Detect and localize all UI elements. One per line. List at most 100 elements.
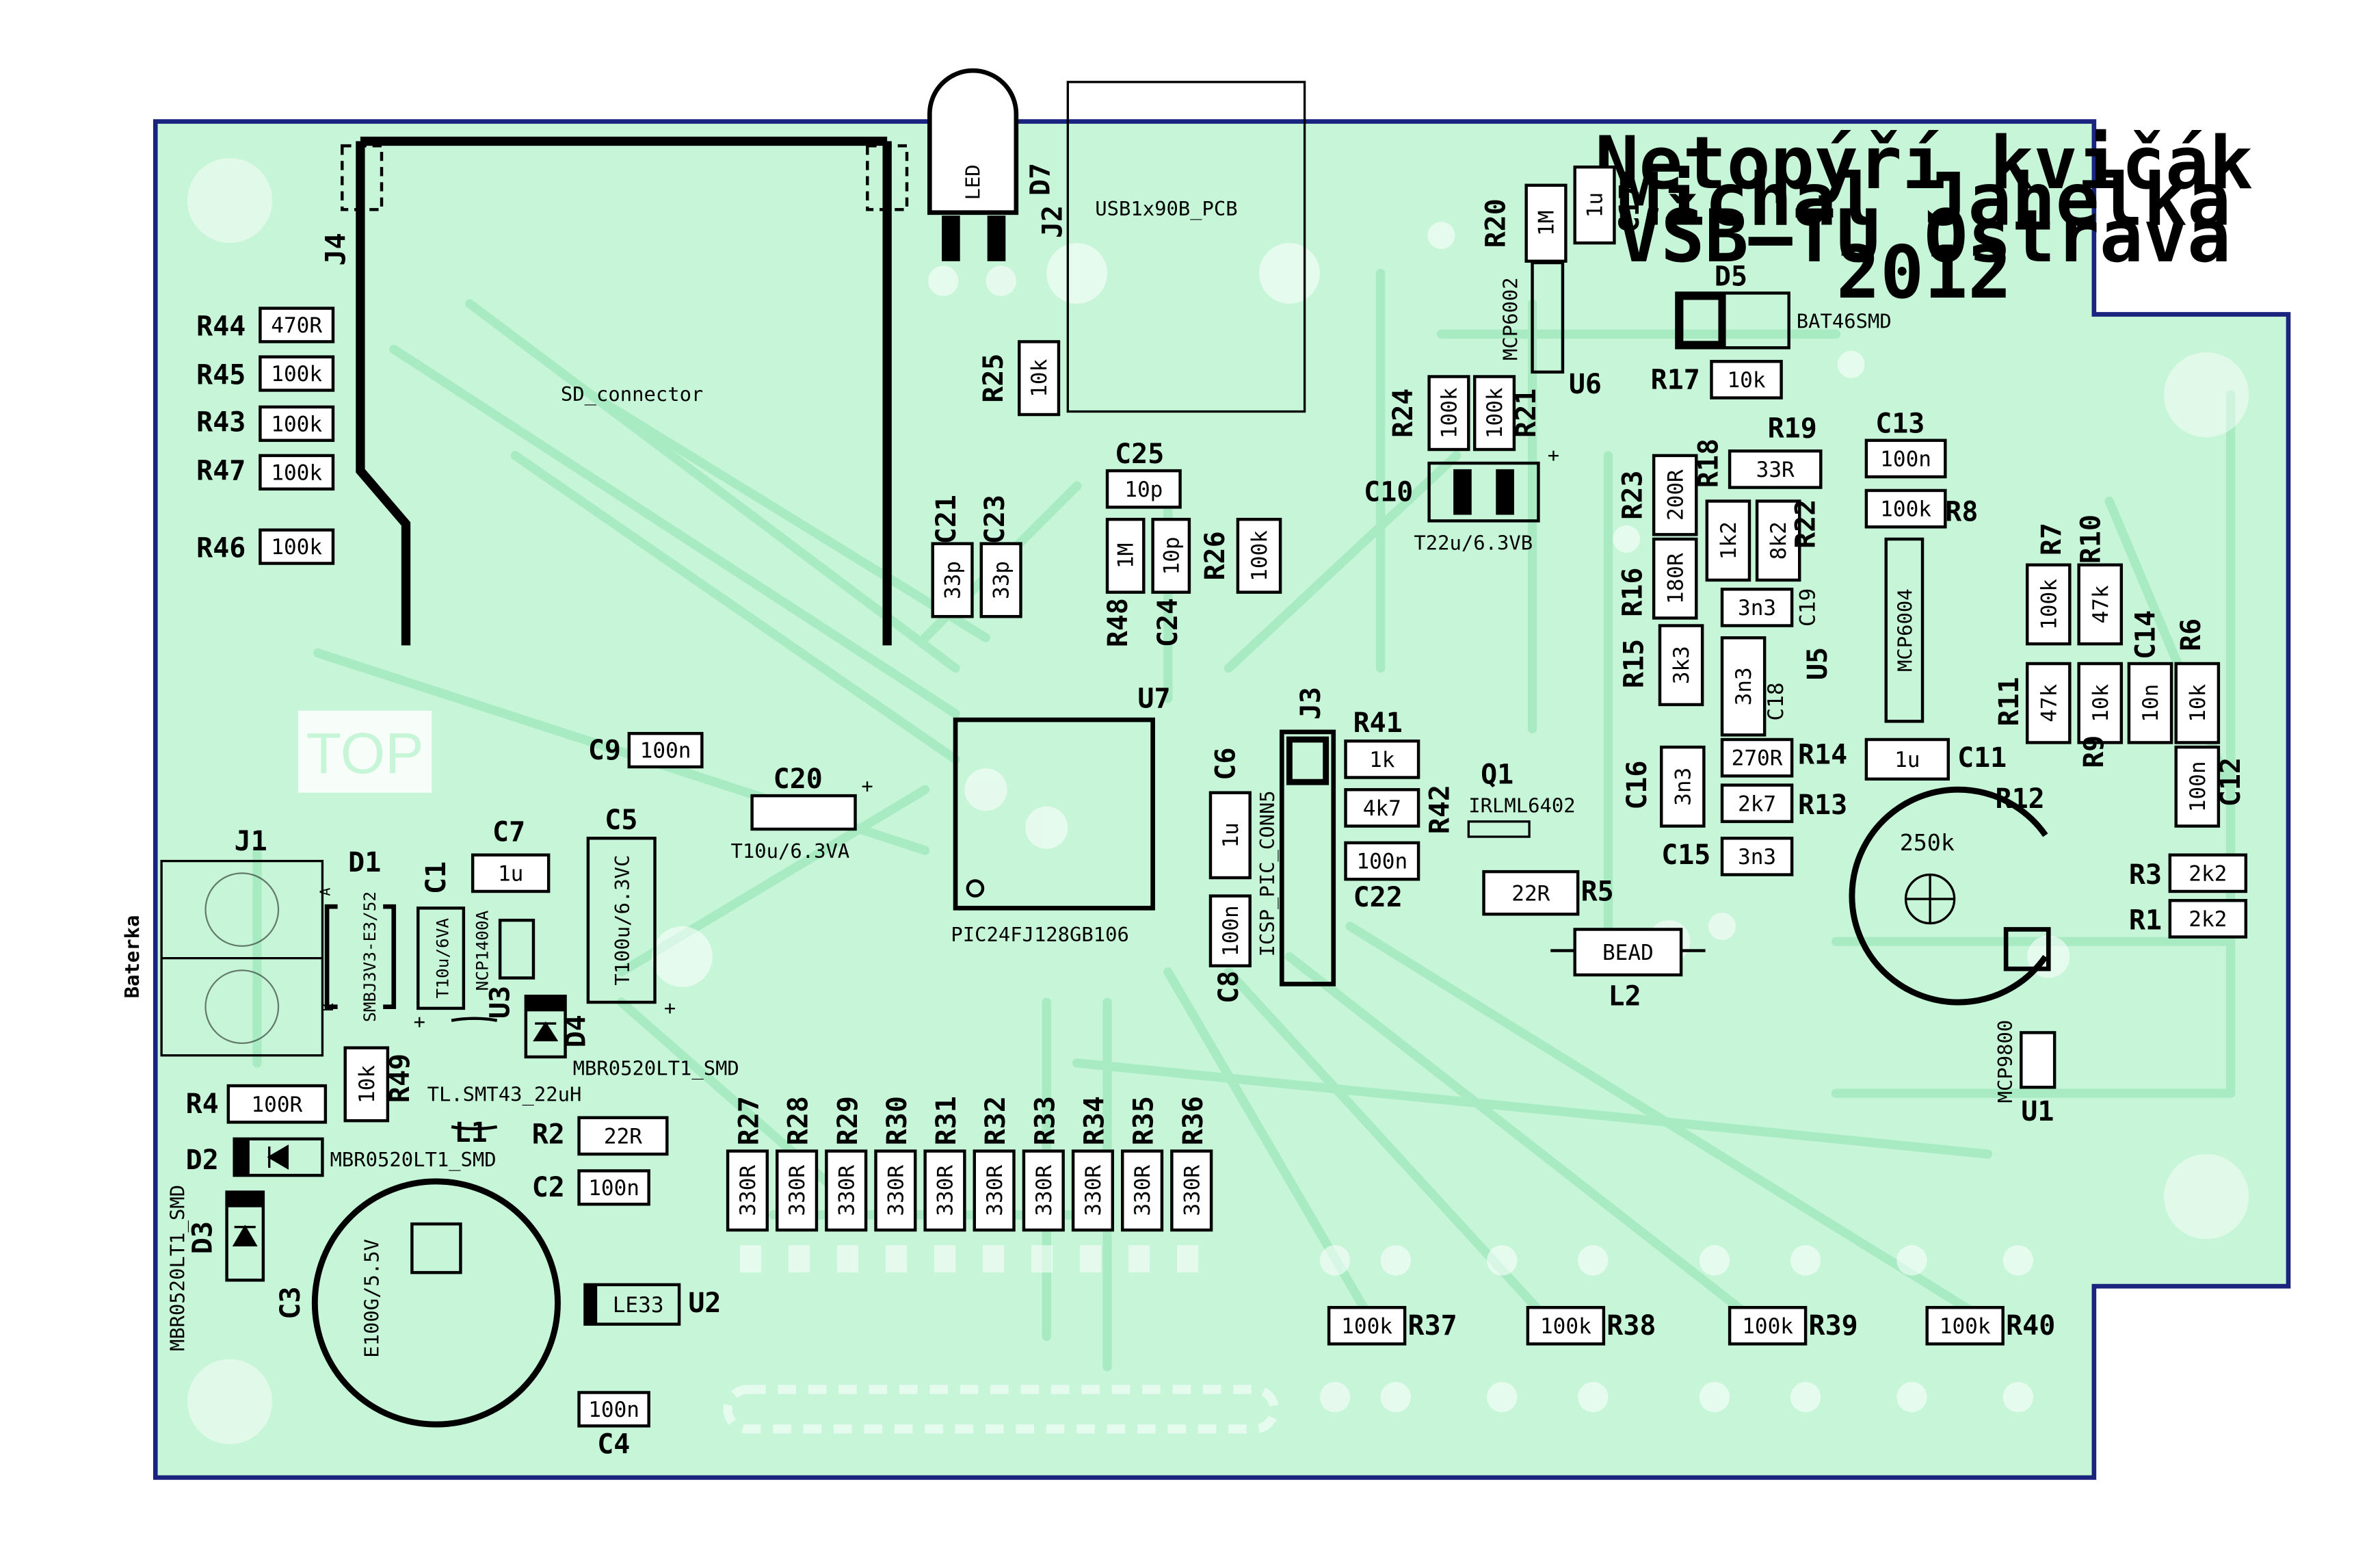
- r26-box: [1236, 517, 1282, 594]
- c11-value: 1u: [1894, 748, 1920, 772]
- u3-body: [498, 918, 536, 980]
- c6-value: 1u: [1219, 822, 1243, 848]
- row-resistor-box: [825, 1149, 868, 1232]
- c2-ref: C2: [532, 1172, 565, 1203]
- r1-box: [2168, 899, 2248, 939]
- row-resistor-ref: R33: [1029, 1096, 1061, 1145]
- c24-box: [1151, 517, 1191, 594]
- d5-ref: D5: [1715, 261, 1747, 292]
- row-resistor-ref: R35: [1128, 1096, 1160, 1145]
- q1-body: [1467, 820, 1531, 838]
- r40-value: 100k: [1940, 1314, 1991, 1339]
- r3-ref: R3: [2129, 859, 2162, 891]
- r26-value: 100k: [1247, 530, 1272, 582]
- c17-box: [1573, 165, 1616, 245]
- r3-value: 2k2: [2189, 861, 2227, 886]
- r48-box: [1105, 517, 1146, 594]
- c8-ref: C8: [1213, 971, 1245, 1004]
- c19-value: 3n3: [1738, 596, 1776, 620]
- r7-box: [2025, 563, 2072, 646]
- row-resistor-box: [1022, 1149, 1065, 1232]
- c25-box: [1105, 469, 1182, 509]
- c23-value: 33p: [990, 561, 1014, 599]
- r10-ref: R10: [2076, 514, 2107, 564]
- r22-box: [1755, 499, 1801, 582]
- c21-box: [931, 542, 974, 618]
- l1-body: [451, 1017, 498, 1131]
- r13-value: 2k7: [1738, 792, 1776, 816]
- c7-value: 1u: [498, 861, 523, 886]
- r37-box: [1327, 1305, 1407, 1346]
- r16-ref: R16: [1617, 568, 1648, 617]
- d5-value: BAT46SMD: [1797, 309, 1892, 332]
- q1-value: IRLML6402: [1468, 794, 1575, 818]
- u6-ref: U6: [1569, 369, 1602, 400]
- r45-ref: R45: [196, 360, 246, 391]
- c12-ref: C12: [2215, 757, 2247, 807]
- r8-ref: R8: [1945, 496, 1978, 527]
- r10-box: [2077, 563, 2124, 646]
- r43-ref: R43: [196, 406, 246, 438]
- r11-box: [2025, 662, 2072, 744]
- r47-ref: R47: [196, 455, 246, 486]
- c24-value: 10p: [1159, 536, 1184, 575]
- c18-ref: C18: [1764, 682, 1788, 720]
- r22-value: 8k2: [1767, 521, 1791, 560]
- r9-ref: R9: [2078, 735, 2110, 768]
- c15-ref: C15: [1661, 839, 1710, 871]
- u2-ref: U2: [688, 1288, 721, 1319]
- c1-value: T10u/6VA: [433, 918, 453, 999]
- r20-value: 1M: [1535, 211, 1559, 236]
- r45-value: 100k: [271, 362, 322, 387]
- c12-value: 100n: [2186, 761, 2210, 812]
- r9-box: [2077, 662, 2124, 744]
- row-resistor-ref: R27: [733, 1096, 765, 1145]
- d4-value: MBR0520LT1_SMD: [573, 1057, 739, 1081]
- top-mark-bg: [298, 710, 432, 793]
- c7-ref: C7: [492, 817, 525, 848]
- c24-ref: C24: [1152, 598, 1184, 647]
- c23-box: [979, 542, 1022, 618]
- mcu-u7: U7 PIC24FJ128GB106: [951, 683, 1170, 946]
- c16-value: 3n3: [1671, 768, 1695, 806]
- r42-box: [1344, 788, 1420, 828]
- icsp-j3: J3 ICSP_PIC_CONN5: [1256, 687, 1336, 986]
- row-resistor-box: [1170, 1149, 1213, 1232]
- row-resistor-value: 330R: [834, 1165, 859, 1216]
- r37-value: 100k: [1341, 1314, 1392, 1339]
- d7-label: D7: [1025, 163, 1057, 196]
- d1-value: SMBJ3V3-E3/52: [360, 891, 380, 1022]
- row-resistor-box: [1121, 1149, 1164, 1232]
- c6-ref: C6: [1210, 747, 1241, 780]
- c21-value: 33p: [941, 561, 966, 599]
- r38-box: [1526, 1305, 1606, 1346]
- c10-body: [1427, 461, 1540, 523]
- l2-value: BEAD: [1602, 941, 1654, 965]
- r44-value: 470R: [271, 313, 322, 338]
- r21-ref: R21: [1511, 389, 1542, 438]
- c5-ref: C5: [605, 805, 637, 836]
- plus-mark-3: +: [664, 996, 676, 1019]
- c13-value: 100n: [1880, 447, 1931, 471]
- u1-value: MCP9800: [1994, 1020, 2017, 1103]
- c1-body: [416, 906, 466, 1010]
- resistor-row: 330RR27330RR28330RR29330RR30330RR31330RR…: [726, 1096, 1213, 1232]
- r18-ref: R18: [1693, 439, 1724, 488]
- c4-ref: C4: [597, 1428, 630, 1460]
- r41-box: [1344, 740, 1420, 779]
- c20-box: [750, 794, 857, 831]
- c17-ref: C17: [1614, 183, 1645, 233]
- r18-value: 1k2: [1717, 521, 1741, 560]
- r20-box: [1524, 183, 1568, 263]
- c3-ref: C3: [275, 1286, 306, 1319]
- c10-ref: C10: [1364, 477, 1413, 508]
- r14-value: 270R: [1732, 746, 1783, 771]
- r11-ref: R11: [1994, 677, 2025, 726]
- r45-box: [259, 355, 335, 392]
- r16-box: [1652, 537, 1698, 620]
- r7-value: 100k: [2037, 579, 2061, 630]
- r6-ref: R6: [2176, 618, 2207, 651]
- r38-ref: R38: [1606, 1310, 1656, 1342]
- c23-ref: C23: [979, 495, 1011, 544]
- c25-value: 10p: [1124, 478, 1163, 502]
